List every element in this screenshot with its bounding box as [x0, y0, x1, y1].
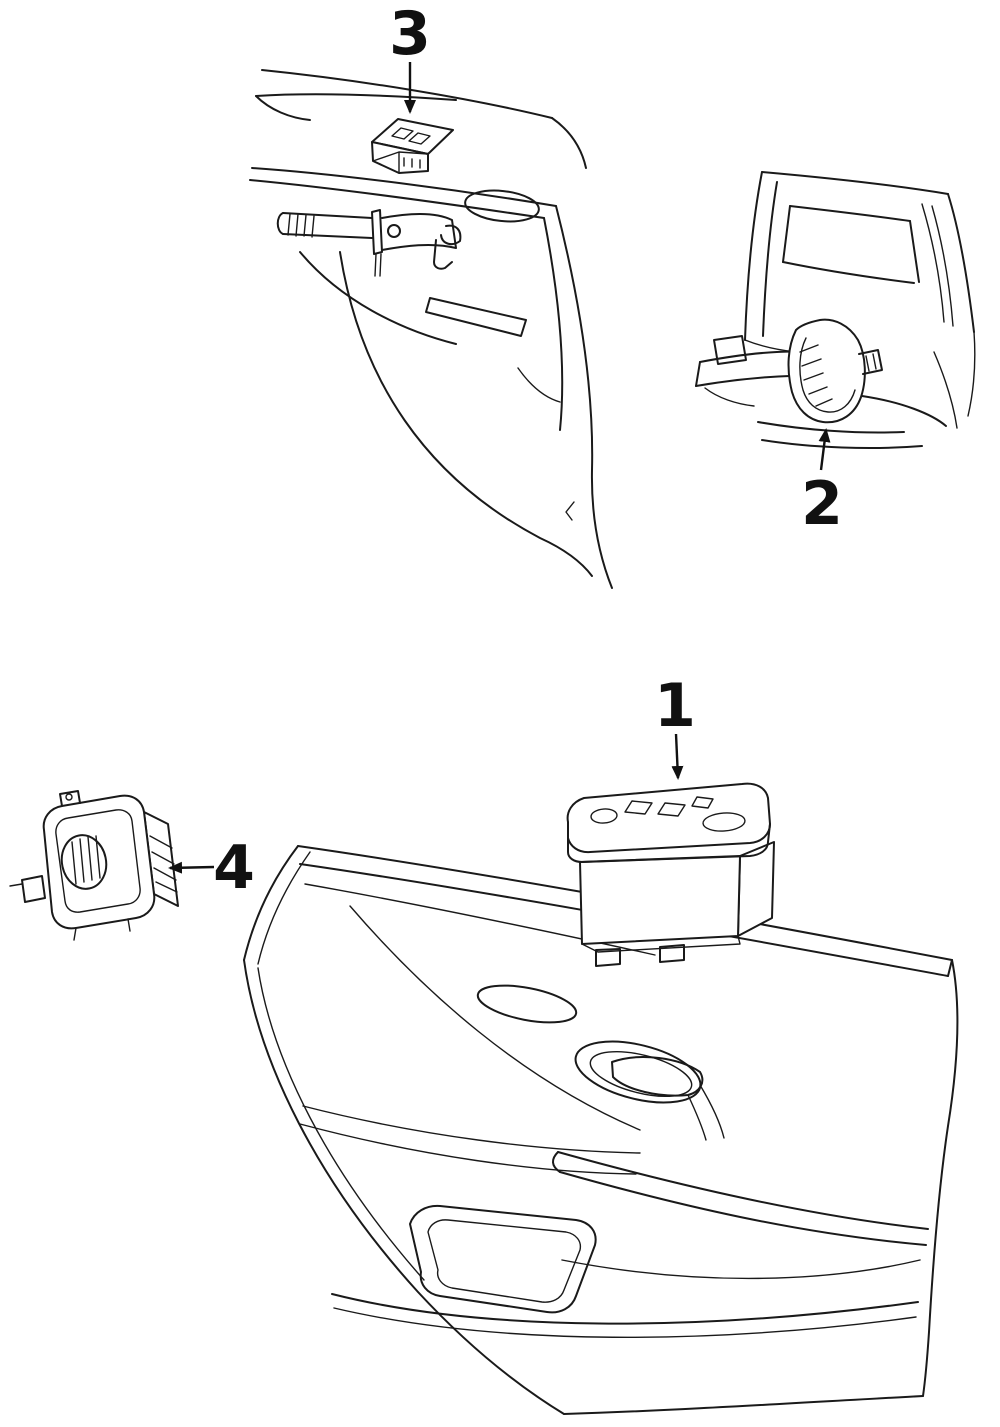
callout-4-arrow [168, 861, 215, 874]
bezel-oval-opening [702, 812, 746, 832]
callout-3-label: 3 [389, 0, 431, 69]
door-pull-cup [574, 1040, 725, 1141]
callout-4-label: 4 [213, 833, 255, 903]
cowl-panel-assembly [249, 69, 613, 589]
door-switch-part-2 [787, 318, 883, 424]
callout-3: 3 [389, 0, 431, 114]
callout-2: 2 [801, 428, 843, 539]
window-rocker-rear [657, 802, 686, 817]
support-bar [276, 212, 373, 239]
mirror-switch-opening [590, 808, 618, 824]
grille-oval [60, 834, 108, 890]
callout-1-label: 1 [654, 671, 696, 741]
armrest-contour [552, 1151, 929, 1246]
callout-1-arrow [671, 733, 684, 780]
callout-4: 4 [168, 833, 255, 903]
lock-rocker [691, 796, 714, 809]
relay-switch-part-3 [371, 118, 454, 174]
window-rocker-front [624, 800, 653, 815]
callout-2-arrow [818, 428, 831, 471]
mounting-bracket [371, 209, 462, 277]
window-switch-part-1 [566, 782, 775, 967]
door-handle-opening [476, 984, 578, 1024]
dash-oval-opening [464, 189, 540, 223]
callout-1: 1 [654, 671, 696, 780]
module-part-4 [9, 790, 179, 941]
map-pocket [409, 1204, 597, 1314]
callout-2-label: 2 [801, 469, 843, 539]
